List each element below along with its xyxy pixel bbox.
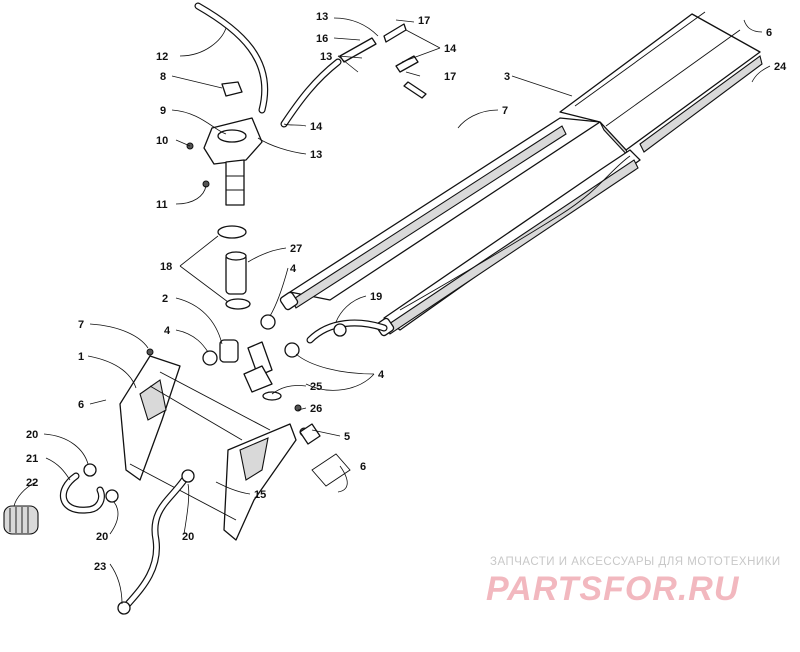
- hose-22: [3, 505, 39, 535]
- callout-26: 26: [310, 403, 322, 415]
- hose-19: [306, 319, 388, 344]
- callout-7-left: 7: [78, 319, 84, 331]
- callout-24: 24: [774, 61, 787, 73]
- hose-2: [219, 339, 239, 363]
- filler-hose-12: [194, 2, 269, 114]
- callout-18: 18: [160, 261, 172, 273]
- heat-exchanger-lower: [375, 149, 641, 337]
- callout-19: 19: [370, 291, 382, 303]
- callout-10: 10: [156, 135, 168, 147]
- callout-22: 22: [26, 477, 38, 489]
- callout-11: 11: [156, 199, 168, 211]
- callout-14-mid: 14: [310, 121, 323, 133]
- callout-20-right: 20: [182, 531, 194, 543]
- hose-21: [59, 472, 105, 514]
- bracket-5: [299, 423, 321, 445]
- callout-15: 15: [254, 489, 266, 501]
- callout-14-top: 14: [444, 43, 457, 55]
- clamp-18: [217, 225, 251, 310]
- callout-6-left: 6: [78, 399, 84, 411]
- callout-6-right: 6: [360, 461, 366, 473]
- callout-17-top: 17: [418, 15, 430, 27]
- callout-5: 5: [344, 431, 350, 443]
- callout-23: 23: [94, 561, 106, 573]
- callout-20-top: 20: [26, 429, 38, 441]
- frame-1: [119, 348, 309, 541]
- connector-27: [225, 251, 247, 295]
- clamps-4: [202, 314, 300, 366]
- filler-neck: [186, 81, 263, 206]
- callout-25: 25: [310, 381, 322, 393]
- tee-25: [243, 341, 282, 401]
- callout-7-top: 7: [502, 105, 508, 117]
- callout-4-left: 4: [164, 325, 171, 337]
- callout-6-top: 6: [766, 27, 772, 39]
- callout-13-mid: 13: [320, 51, 332, 63]
- callout-17-mid: 17: [444, 71, 456, 83]
- callouts: 12 8 9 10 11 13 16 17 14 13 17 14 13 3 6…: [26, 11, 787, 573]
- callout-16: 16: [316, 33, 328, 45]
- callout-21: 21: [26, 453, 38, 465]
- callout-4-right: 4: [378, 369, 385, 381]
- heat-exchanger-upper: [279, 11, 763, 311]
- callout-1: 1: [78, 351, 84, 363]
- callout-2: 2: [162, 293, 168, 305]
- callout-8: 8: [160, 71, 166, 83]
- callout-13-low: 13: [310, 149, 322, 161]
- callout-13-top: 13: [316, 11, 328, 23]
- clamps-20: [83, 463, 195, 503]
- leader-lines: [13, 17, 771, 605]
- callout-27: 27: [290, 243, 302, 255]
- vent-screen-6: [311, 453, 351, 487]
- bleeder-hardware: [339, 23, 427, 99]
- watermark-logo: PARTSFOR.RU: [486, 570, 740, 608]
- callout-4-top: 4: [290, 263, 297, 275]
- hose-23: [117, 476, 188, 615]
- overflow-hose-14: [280, 58, 342, 128]
- callout-12: 12: [156, 51, 168, 63]
- callout-20-mid: 20: [96, 531, 108, 543]
- callout-3: 3: [504, 71, 510, 83]
- watermark-subtitle: ЗАПЧАСТИ И АКСЕССУАРЫ ДЛЯ МОТОТЕХНИКИ: [490, 556, 781, 568]
- callout-9: 9: [160, 105, 166, 117]
